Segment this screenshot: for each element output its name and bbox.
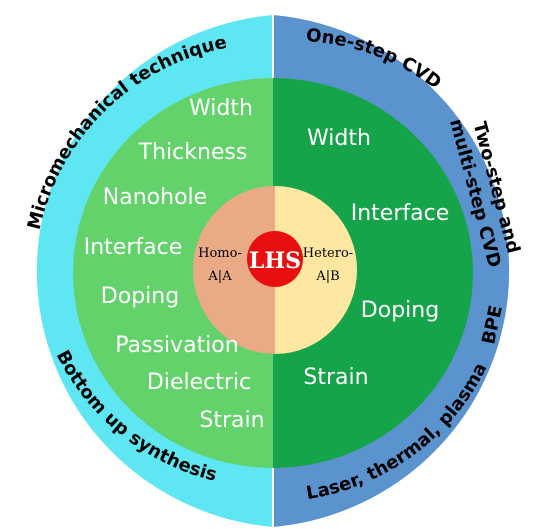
homo-label-line2: A|A: [207, 269, 232, 284]
left-property-doping: Doping: [101, 284, 179, 309]
homo-label-line1: Homo-: [198, 246, 242, 261]
right-property-strain: Strain: [303, 365, 368, 390]
left-property-strain: Strain: [199, 408, 264, 433]
hetero-label-line2: A|B: [315, 269, 339, 284]
center-label: LHS: [249, 248, 301, 274]
left-property-passivation: Passivation: [115, 333, 238, 358]
middle-ring-left: [73, 78, 273, 468]
right-property-interface: Interface: [351, 201, 450, 226]
inner-core-left: [193, 186, 275, 354]
center-circle: [247, 231, 303, 287]
inner-core-right: [275, 186, 357, 354]
left-property-width: Width: [189, 96, 253, 121]
right-property-width: Width: [307, 126, 371, 151]
left-property-interface: Interface: [84, 235, 183, 260]
left-property-dielectric: Dielectric: [147, 370, 251, 395]
middle-ring-right: [273, 78, 473, 468]
left-property-nanohole: Nanohole: [103, 185, 207, 210]
hetero-label-line1: Hetero-: [303, 246, 353, 261]
left-property-thickness: Thickness: [138, 140, 248, 165]
right-property-doping: Doping: [361, 298, 439, 323]
